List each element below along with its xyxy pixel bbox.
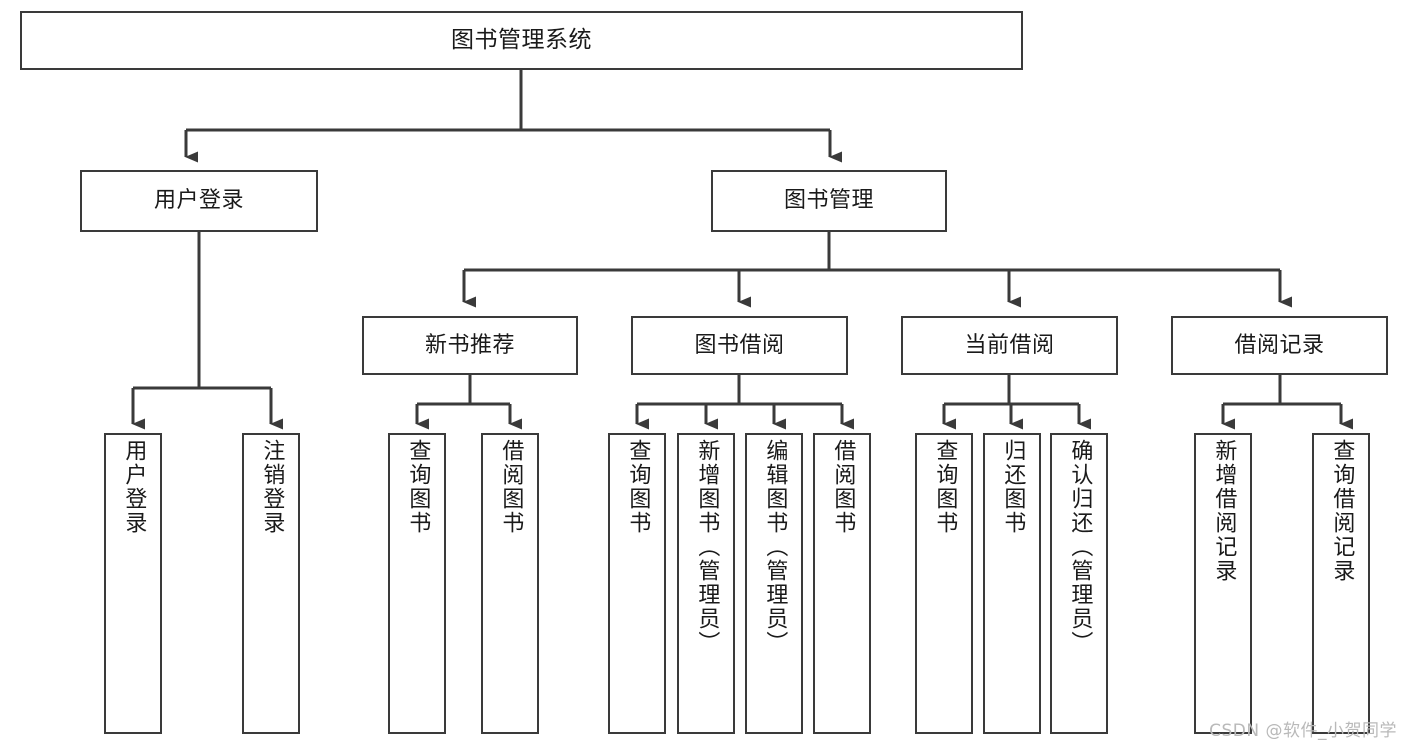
node-label: 编辑图书（管理员） <box>762 439 788 655</box>
node-label: 确认归还（管理员） <box>1067 439 1093 655</box>
leaf-book-borrow-borrow-book[interactable]: 借阅图书 <box>813 433 871 734</box>
node-label: 借阅图书 <box>830 439 856 535</box>
node-label: 新增图书（管理员） <box>694 439 720 655</box>
leaf-borrow-record-query-record[interactable]: 查询借阅记录 <box>1312 433 1370 734</box>
node-user-login[interactable]: 用户登录 <box>80 170 318 232</box>
watermark-text: CSDN @软件_小贺同学 <box>1209 721 1397 741</box>
leaf-current-borrow-query-book[interactable]: 查询图书 <box>915 433 973 734</box>
node-label: 查询图书 <box>625 439 651 535</box>
node-label: 注销登录 <box>259 439 285 535</box>
node-label: 当前借阅 <box>964 332 1055 358</box>
node-label: 用户登录 <box>121 439 147 535</box>
node-label: 新增借阅记录 <box>1211 439 1237 583</box>
node-label: 查询借阅记录 <box>1329 439 1355 583</box>
node-new-book-recommend[interactable]: 新书推荐 <box>362 316 578 375</box>
node-label: 归还图书 <box>1000 439 1026 535</box>
leaf-user-login-login[interactable]: 用户登录 <box>104 433 162 734</box>
leaf-book-borrow-add-book[interactable]: 新增图书（管理员） <box>677 433 735 734</box>
node-root-system[interactable]: 图书管理系统 <box>20 11 1023 70</box>
node-book-borrow[interactable]: 图书借阅 <box>631 316 848 375</box>
node-borrow-record[interactable]: 借阅记录 <box>1171 316 1388 375</box>
node-label: 查询图书 <box>932 439 958 535</box>
leaf-user-login-logout[interactable]: 注销登录 <box>242 433 300 734</box>
leaf-book-borrow-edit-book[interactable]: 编辑图书（管理员） <box>745 433 803 734</box>
node-label: 图书管理系统 <box>451 26 592 53</box>
node-book-management[interactable]: 图书管理 <box>711 170 947 232</box>
node-label: 查询图书 <box>405 439 431 535</box>
leaf-new-book-query-book[interactable]: 查询图书 <box>388 433 446 734</box>
node-label: 新书推荐 <box>424 332 515 358</box>
leaf-current-borrow-confirm-return[interactable]: 确认归还（管理员） <box>1050 433 1108 734</box>
node-label: 借阅图书 <box>498 439 524 535</box>
leaf-borrow-record-add-record[interactable]: 新增借阅记录 <box>1194 433 1252 734</box>
leaf-new-book-borrow-book[interactable]: 借阅图书 <box>481 433 539 734</box>
node-current-borrow[interactable]: 当前借阅 <box>901 316 1118 375</box>
node-label: 借阅记录 <box>1234 332 1325 358</box>
node-label: 图书管理 <box>783 188 874 214</box>
leaf-current-borrow-return-book[interactable]: 归还图书 <box>983 433 1041 734</box>
node-label: 图书借阅 <box>694 332 785 358</box>
node-label: 用户登录 <box>153 188 244 214</box>
leaf-book-borrow-query-book[interactable]: 查询图书 <box>608 433 666 734</box>
